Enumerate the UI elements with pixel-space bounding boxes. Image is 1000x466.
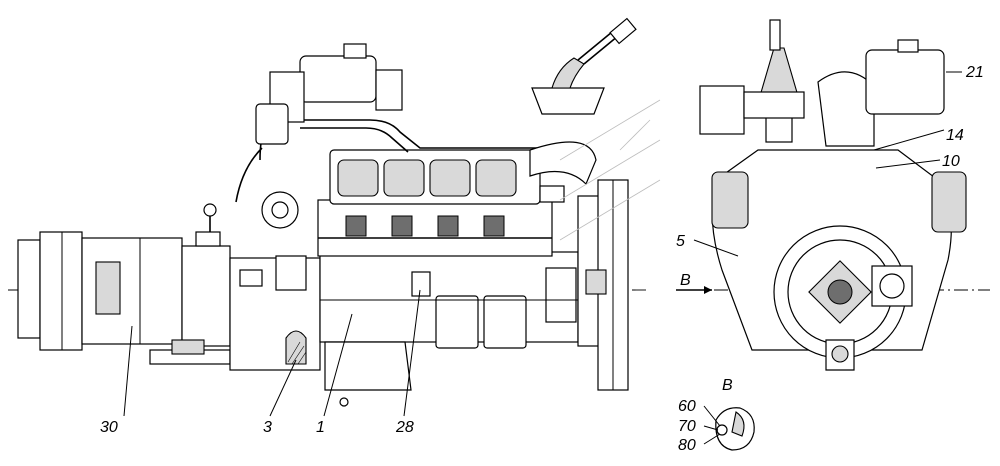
label-14: 14 xyxy=(946,127,964,144)
label-28: 28 xyxy=(395,419,414,436)
side-view xyxy=(8,17,661,407)
label-80: 80 xyxy=(678,437,696,454)
compressor xyxy=(235,103,299,229)
label-3: 3 xyxy=(263,419,272,436)
transmission xyxy=(17,203,231,365)
intake-pipes xyxy=(300,119,597,203)
cylinder-heads xyxy=(317,149,553,257)
label-21: 21 xyxy=(965,64,984,81)
label-70: 70 xyxy=(678,418,696,435)
view-b-detail xyxy=(715,407,755,451)
cylinder-block xyxy=(319,251,579,407)
label-60: 60 xyxy=(678,398,696,415)
label-view-b-title: B xyxy=(722,377,733,394)
label-view-b-arrow: B xyxy=(680,272,691,289)
label-30: 30 xyxy=(100,419,118,436)
label-10: 10 xyxy=(942,153,960,170)
label-1: 1 xyxy=(316,419,325,436)
label-5: 5 xyxy=(676,233,685,250)
front-cover xyxy=(577,179,629,391)
expansion-tank xyxy=(269,43,403,123)
construction-lines xyxy=(559,99,661,241)
leader-lines xyxy=(123,71,962,445)
front-view xyxy=(676,19,990,371)
gear-shift-lever xyxy=(531,17,637,115)
clutch-housing xyxy=(229,255,321,371)
